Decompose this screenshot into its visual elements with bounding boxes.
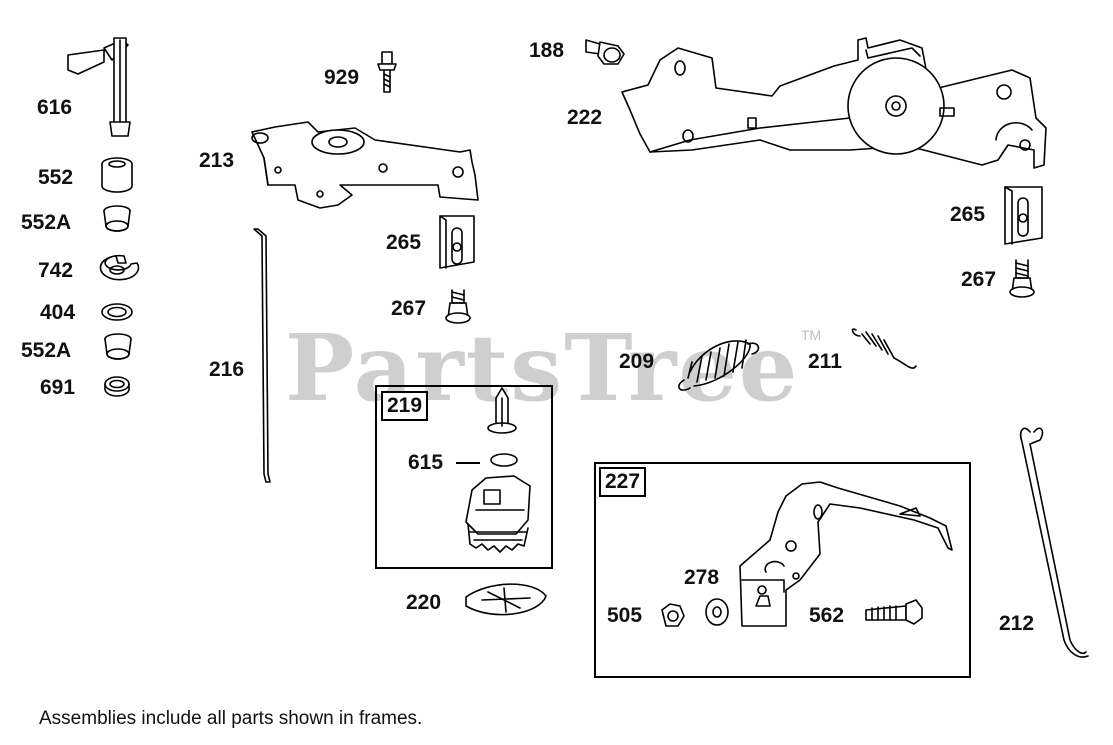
label-211: 211 xyxy=(808,350,842,373)
frame-227-label: 227 xyxy=(599,467,647,497)
frame-227 xyxy=(594,462,971,678)
label-404: 404 xyxy=(40,301,76,324)
part-governor-gear xyxy=(465,475,531,553)
label-929: 929 xyxy=(324,66,360,89)
part-615-pin xyxy=(487,387,518,467)
part-691-nut xyxy=(104,376,130,397)
label-616: 616 xyxy=(37,96,73,119)
part-552-bushing xyxy=(101,157,133,193)
label-265-left: 265 xyxy=(386,231,422,254)
label-267-right: 267 xyxy=(961,268,997,291)
part-267-screw-left xyxy=(445,289,471,324)
label-212: 212 xyxy=(999,612,1035,635)
footnote: Assemblies include all parts shown in fr… xyxy=(39,708,423,729)
watermark: PartsTree xyxy=(285,314,800,422)
label-552: 552 xyxy=(38,166,74,189)
label-209: 209 xyxy=(619,350,655,373)
part-213-control-plate xyxy=(251,121,479,209)
label-267-left: 267 xyxy=(391,297,427,320)
part-552A-bushing-1 xyxy=(103,205,131,232)
label-552A-2: 552A xyxy=(21,339,72,362)
label-265-right: 265 xyxy=(950,203,986,226)
part-211-spring xyxy=(851,328,917,369)
part-267-screw-right xyxy=(1009,259,1035,298)
label-278: 278 xyxy=(684,566,720,589)
part-616-governor-shaft xyxy=(67,37,131,137)
frame-219-label: 219 xyxy=(381,391,429,421)
part-209-spring xyxy=(678,339,760,391)
label-691: 691 xyxy=(40,376,76,399)
frame-219 xyxy=(375,385,553,569)
part-222-control-bracket xyxy=(621,37,1047,169)
label-188: 188 xyxy=(529,39,565,62)
part-929-screw xyxy=(377,51,397,93)
part-552A-bushing-2 xyxy=(104,333,132,360)
label-222: 222 xyxy=(567,106,603,129)
part-404-washer xyxy=(101,303,133,321)
label-220: 220 xyxy=(406,591,442,614)
label-213: 213 xyxy=(199,149,235,172)
watermark-trademark: TM xyxy=(801,327,822,343)
part-505-nut xyxy=(661,603,685,627)
label-216: 216 xyxy=(209,358,245,381)
part-216-link-rod xyxy=(253,228,271,483)
label-742: 742 xyxy=(38,259,74,282)
part-265-clamp-right xyxy=(1004,186,1043,245)
part-227-control-lever xyxy=(739,481,953,627)
part-220-thrust-washer xyxy=(465,583,547,616)
label-505: 505 xyxy=(607,604,643,627)
part-265-clamp-left xyxy=(439,215,475,269)
label-615: 615 xyxy=(408,451,444,474)
leader-615 xyxy=(456,462,480,464)
part-278-washer xyxy=(705,598,729,626)
part-742-e-clip xyxy=(99,254,140,281)
part-562-screw xyxy=(865,599,923,625)
label-552A-1: 552A xyxy=(21,211,72,234)
part-188-bolt xyxy=(585,39,625,65)
label-562: 562 xyxy=(809,604,845,627)
part-212-link-rod xyxy=(1019,427,1089,658)
